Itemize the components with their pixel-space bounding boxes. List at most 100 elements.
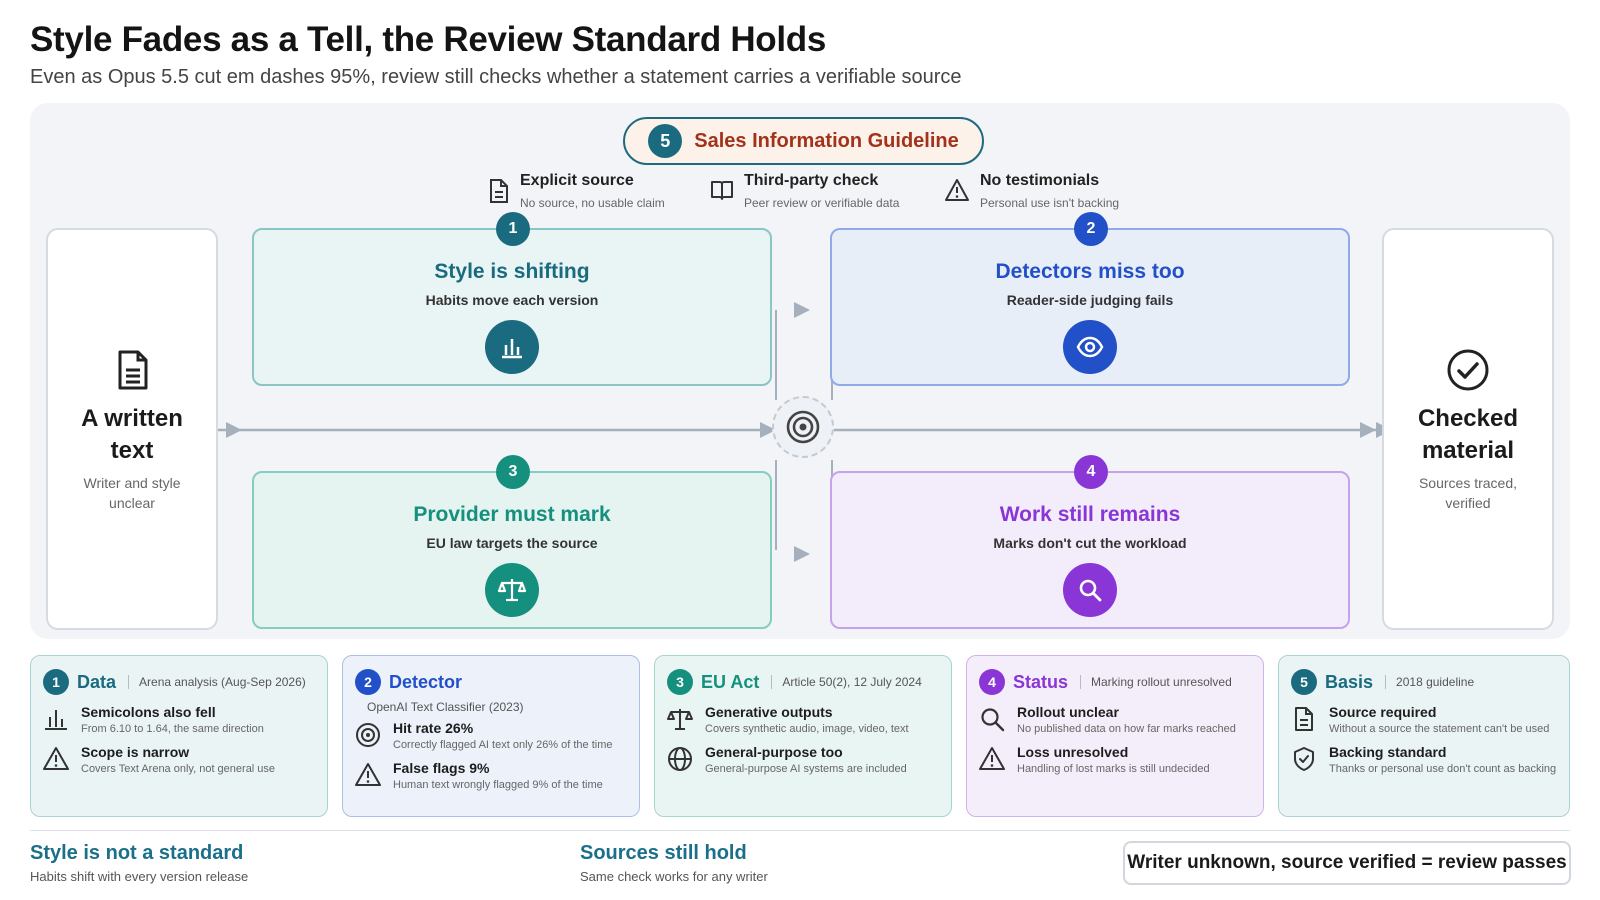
footer-title: Style is not a standard bbox=[30, 842, 244, 864]
guideline-number: 5 bbox=[648, 124, 683, 158]
guideline-pill: 5 Sales Information Guideline bbox=[623, 117, 984, 165]
step-style-shifting: 1 Style is shifting Habits move each ver… bbox=[252, 212, 772, 386]
step-title: Provider must mark bbox=[413, 503, 611, 526]
page-title: Style Fades as a Tell, the Review Standa… bbox=[30, 20, 827, 59]
item-sub: Thanks or personal use don't count as ba… bbox=[1329, 763, 1557, 775]
input-sub-line2: unclear bbox=[109, 495, 155, 511]
item-title: Loss unresolved bbox=[1017, 744, 1129, 760]
document-icon bbox=[490, 179, 508, 203]
input-title-line1: A written bbox=[81, 405, 183, 432]
card-title: Basis bbox=[1325, 671, 1374, 692]
card-item: Rollout unclear No published data on how … bbox=[979, 704, 1251, 736]
step-detectors-miss: 2 Detectors miss too Reader-side judging… bbox=[830, 212, 1350, 386]
card-item: False flags 9%Human text wrongly flagged… bbox=[355, 760, 627, 792]
card-title: Data bbox=[77, 671, 117, 692]
search-icon bbox=[981, 708, 1005, 732]
check-circle-icon bbox=[1447, 349, 1489, 391]
page-subtitle: Even as Opus 5.5 cut em dashes 95%, revi… bbox=[30, 66, 962, 88]
card-sub: 2018 guideline bbox=[1385, 675, 1474, 689]
condition-explicit-source: Explicit source No source, no usable clai… bbox=[488, 172, 665, 210]
warning-icon bbox=[945, 179, 969, 201]
shield-icon bbox=[1294, 747, 1314, 771]
warning-icon bbox=[355, 763, 381, 786]
output-sub-line2: verified bbox=[1445, 495, 1491, 511]
step-number: 2 bbox=[1074, 212, 1108, 246]
card-data: 1 Data Arena analysis (Aug-Sep 2026) Semic… bbox=[30, 655, 328, 817]
step-title: Style is shifting bbox=[434, 260, 590, 283]
card-sub: OpenAI Text Classifier (2023) bbox=[367, 700, 524, 714]
output-title-line1: Checked bbox=[1417, 405, 1519, 432]
footer-title: Sources still hold bbox=[580, 842, 747, 864]
output-title-line2: material bbox=[1421, 437, 1515, 464]
card-number: 2 bbox=[355, 669, 381, 695]
step-sub: Habits move each version bbox=[425, 292, 599, 308]
step-number: 3 bbox=[496, 455, 530, 489]
warning-icon bbox=[43, 747, 69, 770]
item-title: Rollout unclear bbox=[1017, 704, 1119, 720]
step-number: 1 bbox=[496, 212, 530, 246]
footer-sub: Habits shift with every version release bbox=[30, 869, 249, 884]
scale-icon bbox=[485, 563, 539, 617]
condition-sub: Peer review or verifiable data bbox=[744, 196, 900, 210]
footer-style-not-standard: Style is not a standard Habits shift wit… bbox=[30, 842, 248, 884]
item-title: General-purpose too bbox=[705, 744, 843, 760]
card-title: Detector bbox=[389, 671, 463, 692]
item-title: Generative outputs bbox=[705, 704, 833, 720]
hub-node bbox=[772, 396, 834, 458]
card-title: EU Act bbox=[701, 671, 760, 692]
step-work-remains: 4 Work still remains Marks don't cut the… bbox=[830, 455, 1350, 629]
target-icon bbox=[356, 723, 380, 747]
card-status: 4 Status Marking rollout unresolved Rollou… bbox=[966, 655, 1264, 817]
card-sub: Marking rollout unresolved bbox=[1080, 675, 1232, 689]
item-title: Backing standard bbox=[1329, 744, 1447, 760]
footer-sub: Same check works for any writer bbox=[580, 869, 768, 884]
item-sub: Human text wrongly flagged 9% of the tim… bbox=[393, 779, 603, 791]
item-sub: General-purpose AI systems are included bbox=[705, 763, 907, 775]
step-title: Detectors miss too bbox=[995, 260, 1185, 283]
condition-title: No testimonials bbox=[980, 172, 1100, 189]
card-number: 1 bbox=[43, 669, 69, 695]
item-sub: Correctly flagged AI text only 26% of th… bbox=[393, 739, 613, 751]
condition-title: Third-party check bbox=[744, 172, 879, 189]
card-title: Status bbox=[1013, 671, 1069, 692]
step-sub: EU law targets the source bbox=[426, 535, 598, 551]
step-sub: Reader-side judging fails bbox=[1006, 292, 1174, 308]
guideline-label: Sales Information Guideline bbox=[694, 129, 959, 152]
condition-sub: No source, no usable claim bbox=[520, 196, 665, 210]
card-sub: Arena analysis (Aug-Sep 2026) bbox=[128, 675, 306, 689]
output-sub-line1: Sources traced, bbox=[1418, 475, 1518, 491]
document-icon bbox=[118, 350, 148, 390]
item-sub: Covers synthetic audio, image, video, te… bbox=[705, 723, 909, 735]
verdict-box: Writer unknown, source verified = review… bbox=[1123, 841, 1571, 885]
target-icon bbox=[786, 410, 820, 444]
bar-chart-icon bbox=[45, 710, 67, 730]
output-node: Checked material Sources traced, verified bbox=[1382, 228, 1554, 630]
scale-icon bbox=[667, 709, 693, 730]
card-item: Hit rate 26%Correctly flagged AI text on… bbox=[355, 720, 627, 752]
item-sub: Without a source the statement can't be … bbox=[1329, 723, 1550, 735]
book-icon bbox=[711, 181, 733, 200]
bar-chart-icon bbox=[485, 320, 539, 374]
step-sub: Marks don't cut the workload bbox=[993, 535, 1187, 551]
condition-sub: Personal use isn't backing bbox=[980, 196, 1120, 210]
footer-divider bbox=[30, 830, 1570, 831]
eye-icon bbox=[1063, 320, 1117, 374]
condition-title: Explicit source bbox=[520, 172, 634, 189]
item-sub: No published data on how far marks reach… bbox=[1017, 723, 1236, 735]
card-sub: Article 50(2), 12 July 2024 bbox=[771, 675, 922, 689]
input-sub-line1: Writer and style bbox=[83, 475, 181, 491]
card-number: 4 bbox=[979, 669, 1005, 695]
item-sub: From 6.10 to 1.64, the same direction bbox=[81, 723, 264, 735]
card-number: 3 bbox=[667, 669, 693, 695]
card-eu-act: 3 EU Act Article 50(2), 12 July 2024 Gener… bbox=[654, 655, 952, 817]
search-icon bbox=[1063, 563, 1117, 617]
step-provider-must-mark: 3 Provider must mark EU law targets the … bbox=[252, 455, 772, 629]
